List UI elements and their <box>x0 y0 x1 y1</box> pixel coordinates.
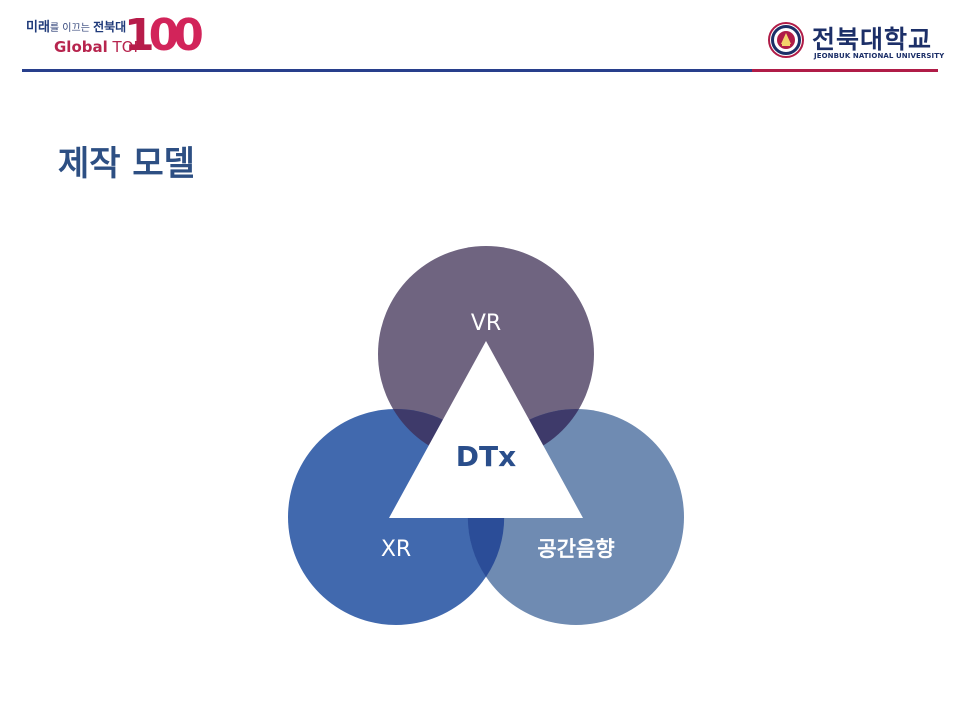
header-divider-red <box>752 69 938 72</box>
university-english-name: JEONBUK NATIONAL UNIVERSITY <box>814 52 945 60</box>
circle-label-spatial-audio: 공간음향 <box>537 537 614 561</box>
university-name: 전북대학교 <box>812 25 933 54</box>
slogan-line: 미래를 이끄는 전북대 <box>26 20 127 35</box>
circle-label-xr: XR <box>381 537 411 562</box>
university-logo: 전북대학교 JEONBUK NATIONAL UNIVERSITY <box>768 20 944 64</box>
global-top-label: Global TOP <box>54 38 143 56</box>
slide-header: 미래를 이끄는 전북대 Global TOP 100 전북대학교 JEONBUK… <box>0 0 960 76</box>
center-label-dtx: DTx <box>456 440 516 473</box>
center-triangle <box>389 341 583 518</box>
global-top-100-logo: 미래를 이끄는 전북대 Global TOP 100 <box>26 14 206 60</box>
header-divider-blue <box>22 69 752 72</box>
university-emblem-icon <box>768 22 804 58</box>
top-100-mark: 100 <box>124 10 204 61</box>
circle-label-vr: VR <box>471 311 501 336</box>
page-title: 제작 모델 <box>58 144 195 184</box>
